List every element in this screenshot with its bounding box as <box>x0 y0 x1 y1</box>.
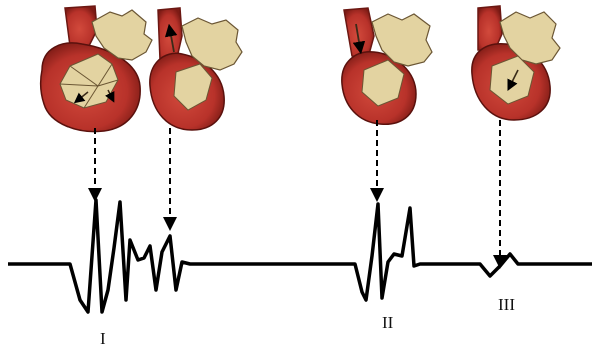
heart-illustration-2 <box>150 8 242 130</box>
heart-illustration-4 <box>472 6 560 120</box>
phase-label-2: II <box>382 314 393 331</box>
phase-label-1: I <box>100 330 106 347</box>
phase-label-3: III <box>498 296 515 313</box>
heart-illustration-1 <box>41 6 152 132</box>
heart-illustration-3 <box>342 8 432 124</box>
